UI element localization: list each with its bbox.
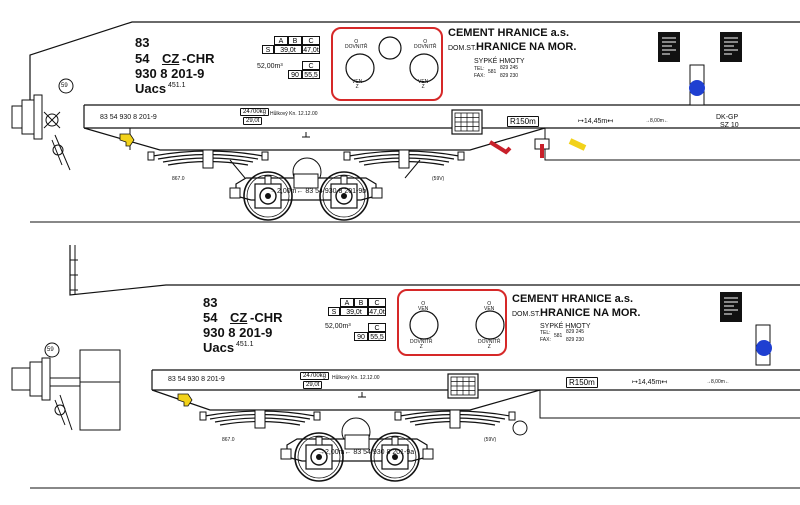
r-plate: R150m [566, 377, 598, 388]
owner-domst: HRANICE NA MOR. [540, 307, 641, 319]
id-line-4: Uacs [203, 340, 235, 355]
bogie-left-mark: 867.0 [222, 437, 235, 443]
id-line-4-sup: 451.1 [168, 82, 186, 89]
owner-domst-label: DOM.ST.: [448, 45, 479, 52]
axle-head-b: B [288, 36, 302, 45]
axle-s: S [328, 307, 340, 316]
bogie-left-mark: 867.0 [172, 176, 185, 182]
circle-mark: 59 [47, 347, 54, 353]
bogie-number: →2,00m← 83 54 930 8 201-9a [318, 449, 415, 456]
axle-head-b: B [354, 298, 368, 307]
sz-mark: SZ 10 [720, 122, 739, 129]
id-line-2-code: 54 [135, 51, 150, 66]
id-line-4: Uacs [135, 81, 167, 96]
top-wagon [11, 21, 800, 223]
span-mark: →8,00m← [706, 379, 730, 385]
door-top-left: O VEN [418, 301, 429, 312]
weight-plate-note: Hůlkový Kn. 12.12.00 [270, 111, 318, 117]
axle-sc-val: 47,0t [302, 45, 320, 54]
owner-tel-label: TEL: [540, 330, 551, 336]
id-line-2-country: CZ [162, 51, 180, 66]
door-top-left: O DOVNITŘ [345, 39, 368, 50]
owner-domst: HRANICE NA MOR. [476, 41, 577, 53]
axle-sc-val: 47,0t [368, 307, 386, 316]
id-line-2-keeper: -CHR [182, 51, 215, 66]
id-line-1: 83 [203, 295, 218, 310]
dk-mark: DK-GP [716, 114, 739, 121]
bogie-number: →2,00m← 83 54 930 8 201-9b [270, 188, 367, 195]
weight-plate-bot: 29,0t [303, 381, 323, 389]
circle-mark: 59 [61, 83, 68, 89]
axle-c-left: 90 [288, 70, 302, 79]
length-mark: ↦14,45m↤ [578, 118, 614, 125]
owner-tel: 829 245 [500, 65, 519, 71]
bottom-wagon [11, 245, 800, 489]
axle-head-c: C [302, 36, 320, 45]
bogie-right-mark: (59V) [432, 176, 445, 182]
owner-name: CEMENT HRANICE a.s. [512, 293, 634, 305]
id-line-2-code: 54 [203, 310, 218, 325]
axle-s: S [262, 45, 274, 54]
owner-domst-label: DOM.ST.: [512, 311, 543, 318]
owner-name: CEMENT HRANICE a.s. [448, 27, 570, 39]
door-bot-right: VEN Z [418, 79, 429, 90]
door-bot-left: VEN Z [352, 79, 363, 90]
owner-cargo: SYPKÉ HMOTY [540, 323, 591, 330]
axle-c: C [368, 323, 386, 332]
owner-prefix: 581 [554, 333, 563, 339]
axle-head-a: A [274, 36, 288, 45]
axle-c-right: 55,5 [302, 70, 320, 79]
owner-fax: 829 230 [500, 73, 519, 79]
axle-c-right: 55,5 [368, 332, 386, 341]
owner-cargo: SYPKÉ HMOTY [474, 58, 525, 65]
volume-label: 52,00m³ [257, 63, 283, 70]
bogie-right-mark: (59V) [484, 437, 497, 443]
door-bot-left: DOVNITŘ Z [410, 339, 433, 350]
owner-tel-label: TEL: [474, 66, 485, 72]
axle-head-c: C [368, 298, 386, 307]
owner-tel: 829 245 [566, 329, 585, 335]
id-line-4-sup: 451.1 [236, 341, 254, 348]
door-top-right: O DOVNITŘ [414, 39, 437, 50]
weight-plate-top: 24700kg [300, 372, 330, 380]
length-mark: ↦14,45m↤ [632, 379, 668, 386]
owner-fax: 829 230 [566, 337, 585, 343]
frame-number: 83 54 930 8 201-9 [100, 114, 157, 121]
frame-number: 83 54 930 8 201-9 [168, 376, 225, 383]
weight-plate-note: Hůlkový Kn. 12.12.00 [332, 375, 380, 381]
span-mark: →8,00m← [645, 118, 669, 124]
owner-fax-label: FAX: [474, 73, 485, 79]
axle-s-val: 39,0t [340, 307, 368, 316]
id-line-3: 930 8 201-9 [135, 66, 205, 81]
door-top-right: O VEN [484, 301, 495, 312]
axle-c-left: 90 [354, 332, 368, 341]
weight-plate-bot: 29,0t [243, 117, 263, 125]
r-plate: R150m [507, 116, 539, 127]
owner-fax-label: FAX: [540, 337, 551, 343]
id-line-1: 83 [135, 35, 150, 50]
axle-c: C [302, 61, 320, 70]
weight-plate-top: 24700kg [240, 108, 270, 116]
door-bot-right: DOVNITŘ Z [478, 339, 501, 350]
owner-prefix: 581 [488, 69, 497, 75]
id-line-3: 930 8 201-9 [203, 325, 273, 340]
axle-head-a: A [340, 298, 354, 307]
axle-s-val: 39,0t [274, 45, 302, 54]
volume-label: 52,00m³ [325, 323, 351, 330]
id-line-2-keeper: -CHR [250, 310, 283, 325]
id-line-2-country: CZ [230, 310, 248, 325]
